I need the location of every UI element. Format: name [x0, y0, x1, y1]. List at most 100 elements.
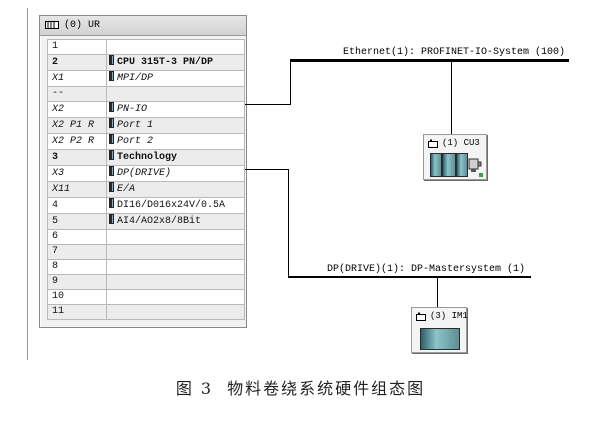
- rack-title: (0) UR: [64, 20, 101, 31]
- rack-slot-row[interactable]: X3 DP(DRIVE): [47, 165, 245, 182]
- cu3-label: (1) CU3: [442, 138, 480, 148]
- rack-slot-row[interactable]: X2 P1 R Port 1: [47, 117, 245, 134]
- module-name: CPU 315T-3 PN/DP: [117, 57, 214, 68]
- module-cell[interactable]: Technology: [106, 149, 245, 166]
- slot-number: X3: [47, 165, 107, 182]
- module-name: Port 2: [117, 136, 154, 147]
- rack-slot-row[interactable]: 8: [47, 259, 245, 275]
- status-indicator: [479, 173, 483, 177]
- dp-bus-label: DP(DRIVE)(1): DP-Mastersystem (1): [327, 264, 526, 275]
- rack-slot-row[interactable]: X2 P2 R Port 2: [47, 133, 245, 150]
- motor-icon: [468, 158, 482, 172]
- profinet-connector-vertical: [290, 61, 291, 105]
- im1-label: (3) IM1: [430, 311, 468, 321]
- slot-number: 1: [47, 39, 107, 55]
- slot-number: 9: [47, 274, 107, 290]
- rack-slot-row[interactable]: 1: [47, 39, 245, 55]
- module-icon: [109, 182, 114, 192]
- module-cell[interactable]: CPU 315T-3 PN/DP: [106, 54, 245, 71]
- drive-unit-icon: [442, 153, 456, 177]
- rack-slot-row[interactable]: 6: [47, 229, 245, 245]
- device-station-icon: [428, 139, 438, 148]
- rack-slot-row[interactable]: 5 AI4/AO2x8/8Bit: [47, 213, 245, 230]
- module-cell[interactable]: Port 2: [106, 133, 245, 150]
- module-cell[interactable]: MPI/DP: [106, 70, 245, 87]
- slot-number: 7: [47, 244, 107, 260]
- rack-slot-row[interactable]: 3 Technology: [47, 149, 245, 166]
- slot-number: 10: [47, 289, 107, 305]
- rack-slot-row[interactable]: 11: [47, 304, 245, 320]
- figure-number: 图 3: [175, 379, 214, 398]
- rack-slot-row[interactable]: 10: [47, 289, 245, 305]
- module-name: MPI/DP: [117, 73, 154, 84]
- device-station-icon: [416, 312, 426, 321]
- device-im1[interactable]: (3) IM1: [411, 307, 468, 353]
- slot-number: X2 P2 R: [47, 133, 107, 150]
- slot-number: 6: [47, 229, 107, 245]
- module-cell[interactable]: [106, 304, 245, 320]
- im1-drop-line: [437, 278, 438, 307]
- module-icon: [109, 55, 114, 65]
- module-cell[interactable]: [106, 274, 245, 290]
- dp-bus-line[interactable]: [288, 276, 531, 278]
- module-name: Technology: [117, 152, 178, 163]
- module-cell[interactable]: PN-IO: [106, 101, 245, 118]
- slot-number: X1: [47, 70, 107, 87]
- slot-number: 8: [47, 259, 107, 275]
- module-icon: [109, 102, 114, 112]
- rack-slot-row[interactable]: 2 CPU 315T-3 PN/DP: [47, 54, 245, 71]
- editor-left-border: [27, 8, 28, 360]
- rack-slot-row[interactable]: 7: [47, 244, 245, 260]
- profinet-connector: [245, 104, 291, 105]
- rack-slot-row[interactable]: --: [47, 86, 245, 102]
- rack-slot-row[interactable]: X11 E/A: [47, 181, 245, 198]
- io-module-icon: [420, 328, 460, 350]
- cu3-drop-line: [451, 62, 452, 134]
- ethernet-bus-label: Ethernet(1): PROFINET-IO-System (100): [343, 47, 566, 58]
- slot-number: 2: [47, 54, 107, 71]
- rack-slot-row[interactable]: X1 MPI/DP: [47, 70, 245, 87]
- slot-number: --: [47, 86, 107, 102]
- module-cell[interactable]: [106, 86, 245, 102]
- dp-connector: [245, 169, 289, 170]
- module-name: DP(DRIVE): [117, 168, 172, 179]
- ethernet-bus-line[interactable]: [290, 59, 569, 62]
- rack-slot-row[interactable]: X2 PN-IO: [47, 101, 245, 118]
- module-cell[interactable]: [106, 259, 245, 275]
- slot-number: 11: [47, 304, 107, 320]
- module-icon: [109, 150, 114, 160]
- module-icon: [109, 166, 114, 176]
- module-icon: [109, 214, 114, 224]
- module-cell[interactable]: AI4/AO2x8/8Bit: [106, 213, 245, 230]
- slot-number: X2: [47, 101, 107, 118]
- module-name: Port 1: [117, 120, 154, 131]
- dp-connector-vertical: [288, 169, 289, 277]
- module-cell[interactable]: DP(DRIVE): [106, 165, 245, 182]
- module-icon: [109, 198, 114, 208]
- module-icon: [109, 134, 114, 144]
- module-cell[interactable]: [106, 289, 245, 305]
- slot-number: X2 P1 R: [47, 117, 107, 134]
- module-cell[interactable]: E/A: [106, 181, 245, 198]
- rack-title-bar[interactable]: (0) UR: [40, 16, 246, 36]
- slot-number: X11: [47, 181, 107, 198]
- module-name: AI4/AO2x8/8Bit: [117, 216, 202, 227]
- module-name: PN-IO: [117, 104, 148, 115]
- module-cell[interactable]: Port 1: [106, 117, 245, 134]
- module-name: DI16/D016x24V/0.5A: [117, 200, 226, 211]
- module-cell[interactable]: [106, 229, 245, 245]
- figure-caption-text: 物料卷绕系统硬件组态图: [227, 379, 426, 398]
- module-name: E/A: [117, 184, 136, 195]
- slot-number: 5: [47, 213, 107, 230]
- module-cell[interactable]: [106, 39, 245, 55]
- device-cu3[interactable]: (1) CU3: [423, 134, 487, 180]
- module-cell[interactable]: [106, 244, 245, 260]
- slot-number: 3: [47, 149, 107, 166]
- module-cell[interactable]: DI16/D016x24V/0.5A: [106, 197, 245, 214]
- drive-unit-icon: [456, 153, 468, 177]
- rack-slot-row[interactable]: 9: [47, 274, 245, 290]
- module-icon: [109, 71, 114, 81]
